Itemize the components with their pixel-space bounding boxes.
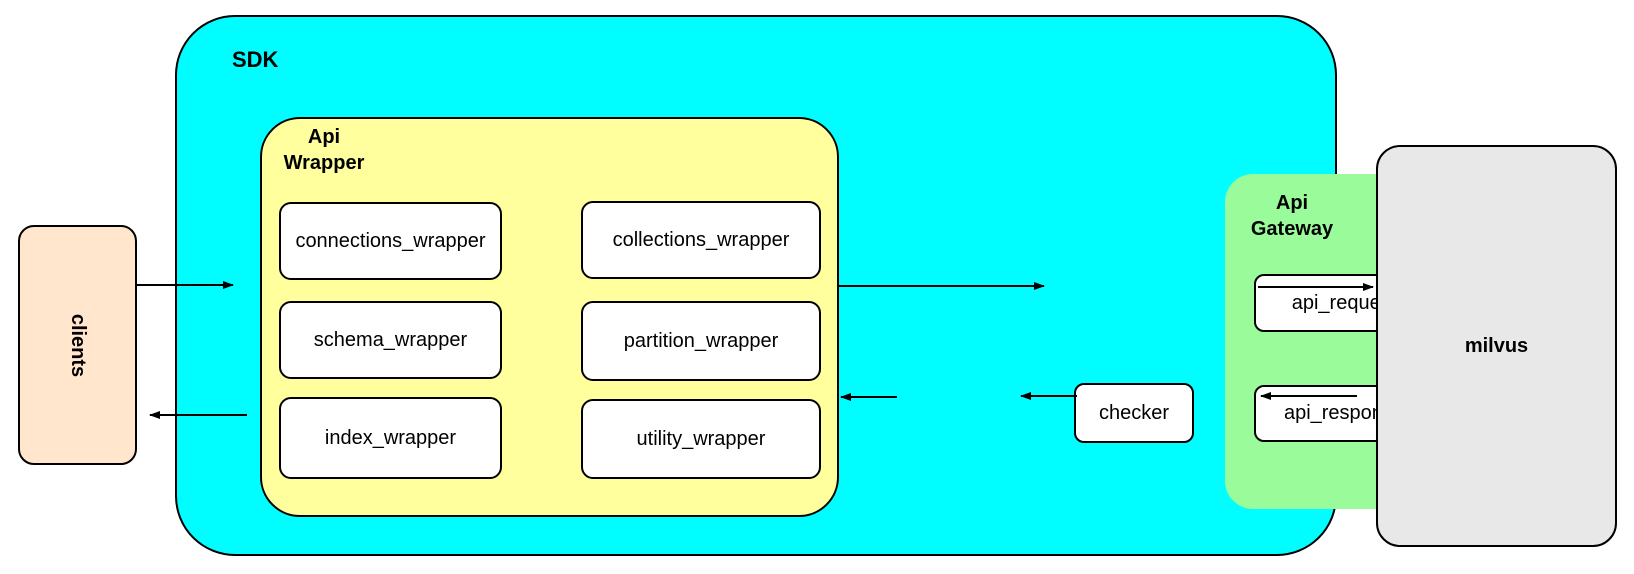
api-wrapper-label: Api Wrapper	[283, 126, 365, 174]
node-collections-wrapper: collections_wrapper	[581, 201, 821, 279]
clients-label: clients	[66, 313, 89, 377]
node-schema-wrapper: schema_wrapper	[279, 301, 502, 379]
node-clients: clients	[18, 225, 137, 465]
node-partition-wrapper: partition_wrapper	[581, 301, 821, 381]
api-gateway-label: Api Gateway	[1250, 192, 1334, 240]
node-index-wrapper: index_wrapper	[279, 397, 502, 479]
node-connections-wrapper: connections_wrapper	[279, 202, 502, 280]
container-api-wrapper: Api Wrapper connections_wrapper collecti…	[260, 117, 839, 517]
node-checker: checker	[1074, 383, 1194, 443]
container-sdk: SDK Api Wrapper connections_wrapper coll…	[175, 15, 1460, 556]
sdk-label: SDK	[232, 47, 279, 72]
node-milvus: milvus	[1376, 145, 1617, 547]
node-utility-wrapper: utility_wrapper	[581, 399, 821, 479]
